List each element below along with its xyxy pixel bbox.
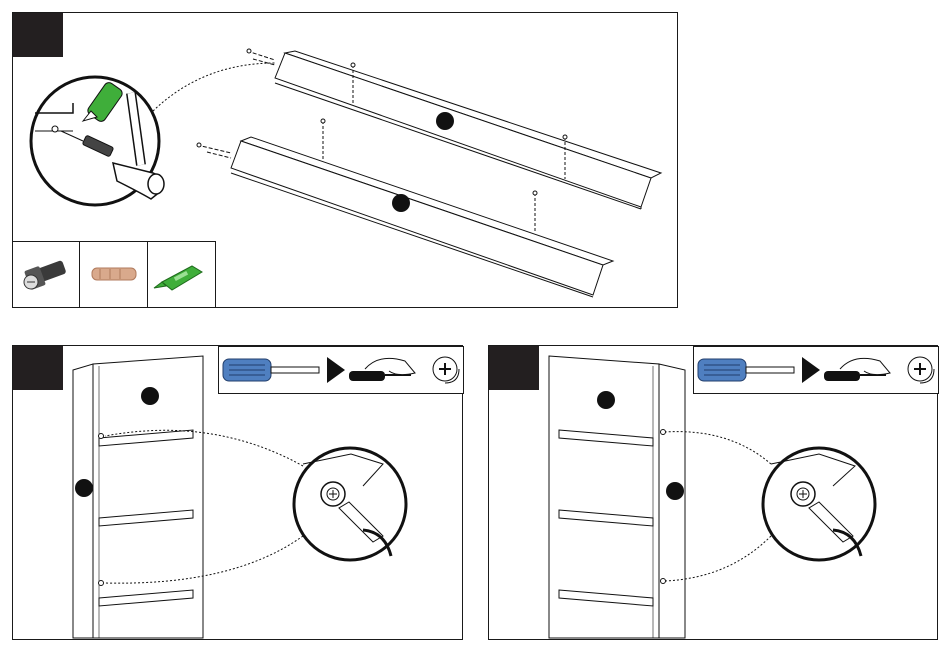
phillips-clockwise-icon	[433, 357, 459, 383]
cabinet-side-panel	[73, 356, 203, 638]
arrow-icon	[327, 357, 345, 383]
part-marker-c	[141, 387, 159, 405]
tools-box	[218, 346, 464, 394]
part-marker-b	[392, 194, 410, 212]
phillips-clockwise-icon	[908, 357, 934, 383]
part-marker-d	[75, 479, 93, 497]
cabinet-side-panel-mirrored	[549, 356, 685, 638]
arrow-icon	[802, 357, 820, 383]
part-marker-f	[666, 482, 684, 500]
hand-screwdriver-icon	[824, 358, 890, 381]
screwdriver-icon	[698, 359, 794, 381]
detail-magnifier	[31, 77, 164, 205]
step-2-panel	[12, 345, 463, 640]
cam-lock-detail-magnifier	[763, 448, 875, 560]
part-marker-a	[436, 112, 454, 130]
hardware-dowel	[80, 242, 148, 308]
cam-bolt-icon	[24, 260, 67, 290]
hardware-glue	[148, 242, 215, 308]
cam-lock-detail-magnifier	[294, 448, 406, 560]
part-marker-e	[597, 391, 615, 409]
step-1-panel	[12, 12, 678, 308]
hardware-cam-bolt	[13, 242, 80, 308]
tools-box	[693, 346, 939, 394]
hand-screwdriver-icon	[349, 358, 415, 381]
screwdriver-icon	[223, 359, 319, 381]
hardware-strip	[13, 241, 216, 308]
glue-tube-icon	[154, 266, 202, 290]
step-3-panel	[488, 345, 938, 640]
dowel-icon	[92, 268, 136, 280]
